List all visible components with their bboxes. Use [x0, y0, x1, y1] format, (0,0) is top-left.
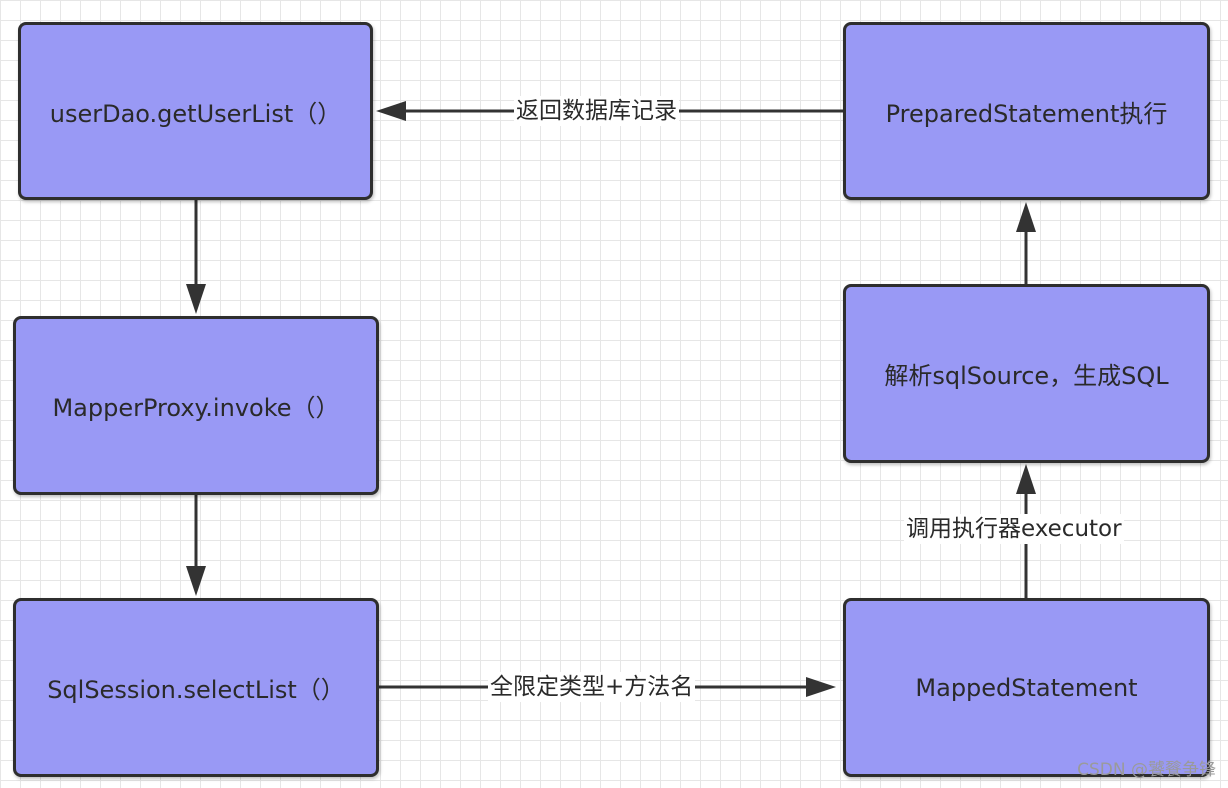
node-mapperproxy-label: MapperProxy.invoke（）	[52, 394, 340, 422]
arrowhead-parsesql-to-prepared	[1016, 202, 1036, 232]
edge-label-return-records: 返回数据库记录	[514, 96, 679, 126]
arrowhead-userdao-to-mapperproxy	[186, 284, 206, 314]
arrowhead-mapperproxy-to-sqlsession	[186, 566, 206, 596]
watermark: CSDN @饕餮争锋	[1077, 760, 1216, 780]
node-userdao-getuserlist: userDao.getUserList（）	[18, 22, 373, 200]
node-mappedstatement: MappedStatement	[843, 598, 1210, 777]
edge-label-call-executor: 调用执行器executor	[904, 514, 1124, 544]
arrowhead-sqlsession-to-mappedstatement	[806, 677, 836, 697]
node-userdao-label: userDao.getUserList（）	[49, 99, 342, 128]
arrowhead-prepared-to-userdao	[376, 101, 406, 121]
node-mapperproxy-invoke: MapperProxy.invoke（）	[13, 316, 379, 495]
node-parse-sqlsource-label: 解析sqlSource，生成SQL	[884, 362, 1169, 390]
node-parse-sqlsource: 解析sqlSource，生成SQL	[843, 284, 1210, 463]
edge-label-full-type-method: 全限定类型+方法名	[488, 672, 696, 702]
node-sqlsession-selectlist: SqlSession.selectList（）	[13, 598, 379, 777]
node-mappedstatement-label: MappedStatement	[915, 673, 1138, 702]
node-sqlsession-label: SqlSession.selectList（）	[47, 676, 345, 704]
node-preparedstatement-label: PreparedStatement执行	[885, 99, 1168, 128]
arrowhead-mappedstatement-to-parsesql	[1016, 464, 1036, 494]
node-preparedstatement-execute: PreparedStatement执行	[843, 22, 1210, 200]
